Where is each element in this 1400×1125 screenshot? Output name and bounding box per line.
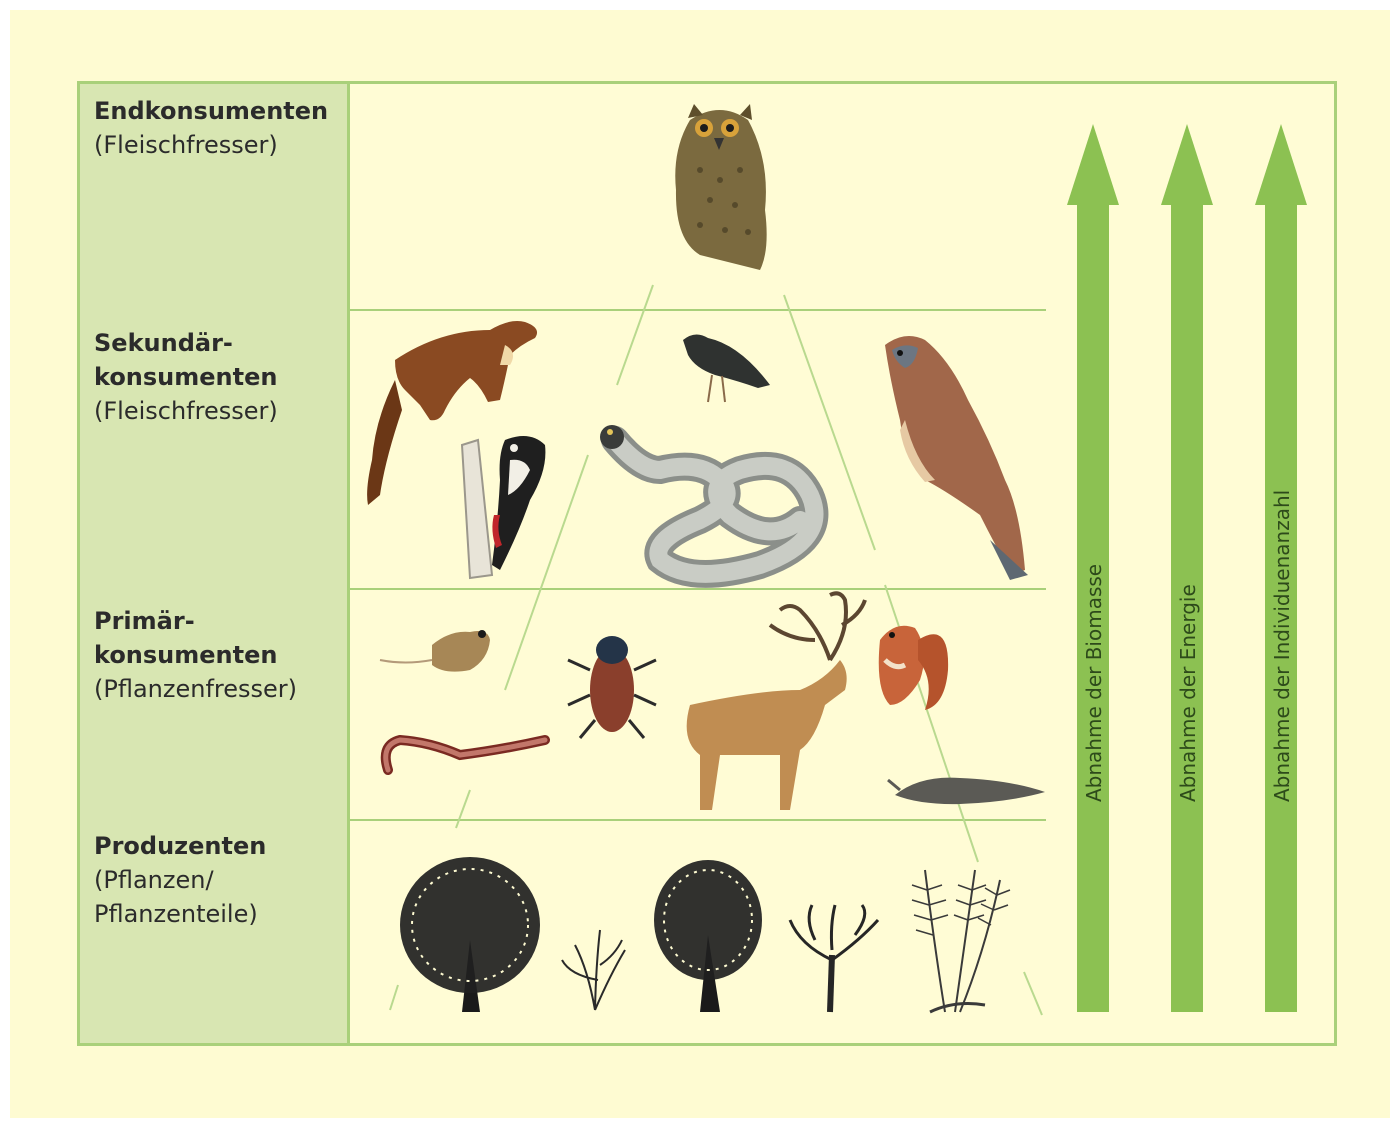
snake-icon (600, 425, 814, 574)
shrub-icon (562, 930, 625, 1010)
starling-icon (683, 334, 770, 402)
slug-icon (888, 778, 1045, 804)
squirrel-icon (879, 626, 948, 710)
woodpecker-icon (462, 436, 545, 578)
deer-icon (687, 593, 865, 810)
arrow-label-individuals: Abnahme der Individuenanzahl (1270, 490, 1294, 802)
tree-icon (654, 860, 762, 1012)
beetle-icon (568, 636, 656, 738)
fern-icon (912, 870, 1010, 1012)
arrow-energy (1161, 124, 1213, 1012)
owl-icon (675, 104, 766, 270)
kestrel-icon (885, 336, 1028, 580)
tree-icon (790, 905, 878, 1012)
earthworm-icon (386, 740, 545, 770)
arrow-label-energy: Abnahme der Energie (1176, 584, 1200, 802)
tree-icon (400, 857, 540, 1012)
mouse-icon (380, 630, 490, 672)
arrow-label-biomass: Abnahme der Biomasse (1082, 564, 1106, 802)
